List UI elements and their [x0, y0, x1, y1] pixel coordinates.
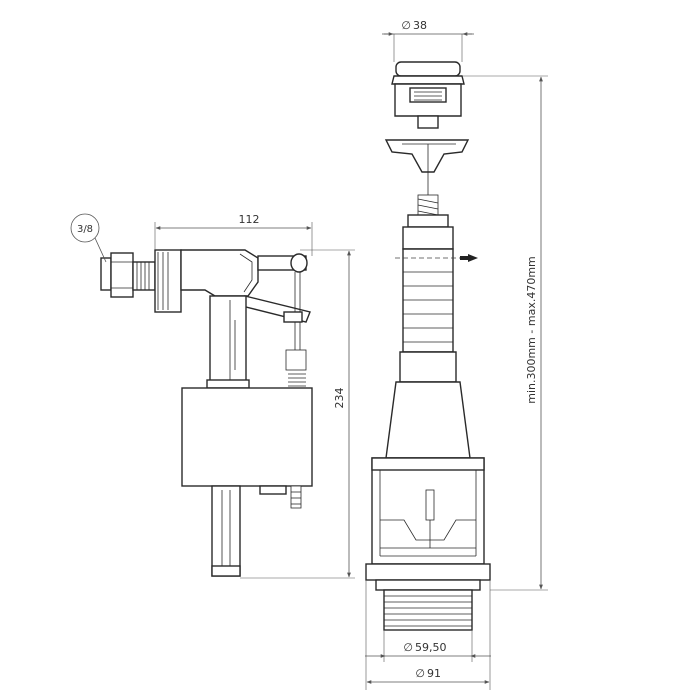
- dim-234-label: 234: [333, 388, 346, 409]
- push-button: [391, 61, 465, 129]
- dim-3-8-callout: 3/8: [70, 213, 107, 263]
- dim-91: ∅ 91: [365, 580, 491, 690]
- dim-38-label: 38: [413, 19, 427, 32]
- diameter-symbol: ∅: [401, 19, 411, 32]
- diameter-symbol: ∅: [403, 641, 413, 654]
- dim-38: ∅ 38: [382, 19, 474, 62]
- flush-valve-drawing: [365, 61, 491, 631]
- spring: [417, 172, 439, 216]
- dim-height-range-label: min.300mm - max.470mm: [525, 256, 538, 404]
- fill-valve-drawing: [100, 249, 313, 577]
- dim-height-range: min.300mm - max.470mm: [462, 75, 548, 591]
- marker-arrow: [460, 254, 478, 262]
- dim-59-50-label: 59,50: [415, 641, 447, 654]
- inlet-connector: [100, 249, 182, 313]
- dim-112: 112: [154, 213, 313, 256]
- dim-234: 234: [240, 249, 355, 579]
- dim-59-50: ∅ 59,50: [365, 630, 491, 662]
- diameter-symbol: ∅: [415, 667, 425, 680]
- dim-112-label: 112: [239, 213, 260, 226]
- guide-piece: [384, 139, 470, 173]
- dim-91-label: 91: [427, 667, 441, 680]
- dim-3-8-label: 3/8: [77, 224, 93, 235]
